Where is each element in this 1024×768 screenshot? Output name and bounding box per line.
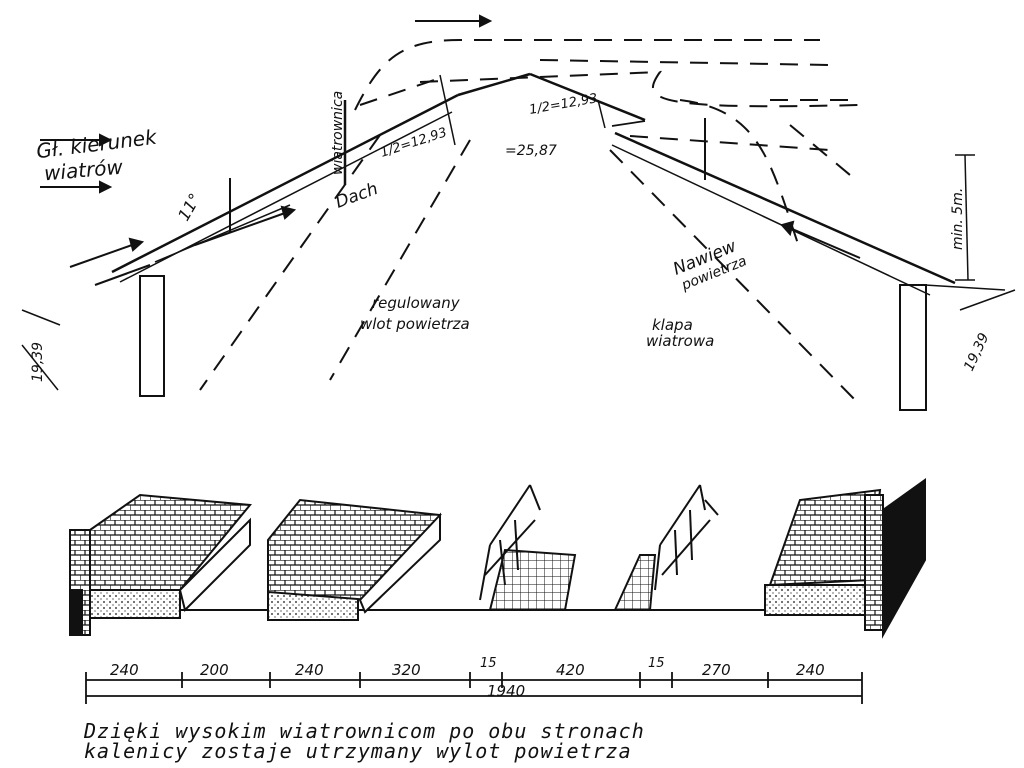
dimension-segment: 15 (480, 656, 497, 671)
min-height-label: min. 5m. (950, 188, 966, 250)
dimension-total: 1940 (487, 682, 526, 700)
roof-slope-left (111, 93, 459, 274)
wall-right-dark (882, 478, 926, 639)
adjustable-inlet-label-1: regulowany (372, 294, 460, 312)
dimension-segment: 240 (796, 661, 825, 679)
adjustable-inlet-label-2: wlot powietrza (360, 315, 470, 333)
dimension-segment: 15 (648, 656, 665, 671)
half-height-right-label: 1/2=12,93 (528, 91, 599, 118)
caption-line-2: kalenicy zostaje utrzymany wylot powietr… (84, 739, 632, 763)
wind-flap-label-2: wiatrowa (646, 332, 715, 350)
dimension-segment: 240 (295, 661, 324, 679)
dimension-segment: 420 (556, 661, 585, 679)
airflow-dashes (199, 39, 861, 406)
right-stall-top (768, 488, 882, 587)
left-stall-base-1 (89, 587, 181, 619)
upper-dimensions (21, 74, 1016, 391)
railing-left (479, 484, 541, 601)
column-left (139, 275, 165, 397)
column-right (899, 284, 927, 411)
roof-slope-right-inner (611, 144, 931, 296)
feeding-grid-left (488, 548, 577, 611)
wind-arrows (40, 14, 861, 286)
wind-flap-label-1: klapa (652, 316, 693, 334)
wind-direction-label-2: wiatrów (43, 154, 124, 186)
caption-line-1: Dzięki wysokim wiatrownicom po obu stron… (84, 719, 645, 743)
dimension-segment: 200 (200, 661, 229, 679)
right-ridge-top (529, 72, 646, 122)
right-ridge-drop (611, 120, 646, 127)
wind-flap (924, 284, 1006, 291)
dimension-segment: 320 (392, 661, 421, 679)
roof-slope-right (614, 131, 956, 285)
dimension-segment: 270 (702, 661, 731, 679)
barn-floor-section (69, 478, 926, 639)
feeding-grid-right (613, 554, 657, 611)
left-stall-top-1 (89, 493, 252, 591)
roof-label: Dach (333, 179, 381, 213)
full-height-label: =25,87 (505, 143, 557, 159)
wind-screen-label: wiatrownica (330, 91, 346, 175)
dimension-segment: 240 (110, 661, 139, 679)
dim-right-label: 19,39 (961, 331, 992, 374)
railing-right (654, 484, 719, 591)
wall-left-dark (69, 589, 83, 636)
wall-right (864, 494, 884, 631)
dim-left-label: 19,39 (30, 342, 46, 382)
dimension-bar (85, 672, 863, 704)
right-stall-base (764, 584, 866, 616)
angle-label: 11° (174, 190, 205, 224)
roof-section (111, 72, 1006, 411)
